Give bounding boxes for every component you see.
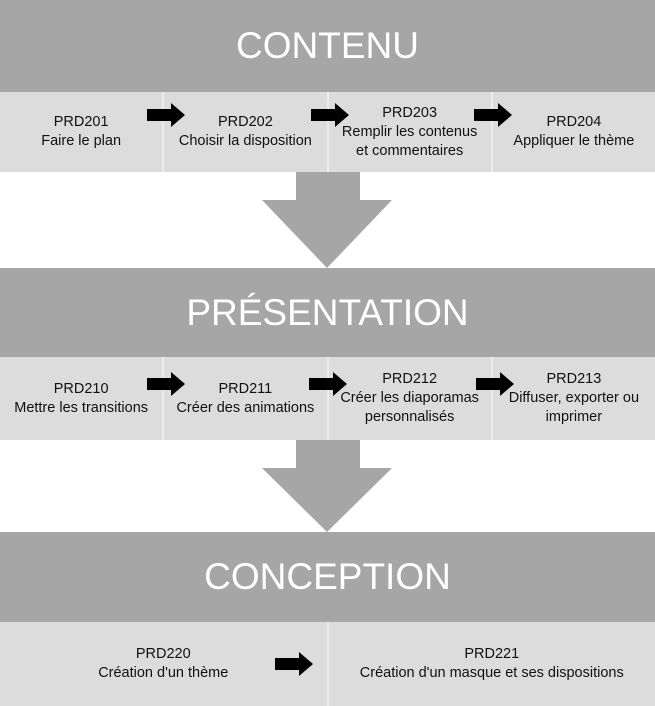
right-arrow-icon — [147, 103, 185, 127]
step-code: PRD201 — [53, 114, 109, 130]
step-code: PRD202 — [217, 114, 273, 130]
section-header-3: CONCEPTION — [0, 532, 655, 622]
step-label: Créer des animations — [176, 399, 315, 416]
step-label: Appliquer le thème — [513, 133, 635, 149]
step-label: Mettre les transitions — [14, 399, 149, 416]
step-label: Créer les diaporamas personnalisés — [340, 390, 479, 425]
step-label: Choisir la disposition — [178, 133, 312, 149]
step-label: Remplir les contenus et commentaires — [341, 123, 478, 159]
section-header-1: CONTENU — [0, 0, 655, 92]
step-label: Diffuser, exporter ou imprimer — [508, 390, 640, 425]
step-code: PRD211 — [218, 380, 273, 397]
section-header-2: PRÉSENTATION — [0, 268, 655, 357]
step-code: PRD221 — [464, 646, 520, 662]
step-code: PRD204 — [546, 114, 602, 130]
right-arrow-icon — [474, 103, 512, 127]
step-label: Création d'un thème — [98, 665, 229, 681]
down-arrow-icon — [262, 440, 392, 532]
right-arrow-icon — [476, 372, 514, 396]
step-code: PRD210 — [53, 380, 109, 397]
step-code: PRD213 — [546, 371, 602, 387]
step-label: Faire le plan — [41, 133, 122, 149]
step-code: PRD203 — [382, 104, 438, 121]
step-code: PRD220 — [135, 646, 191, 662]
right-arrow-icon — [275, 652, 313, 676]
step-label: Création d'un masque et ses dispositions — [359, 665, 624, 681]
right-arrow-icon — [309, 372, 347, 396]
down-arrow-icon — [262, 172, 392, 268]
right-arrow-icon — [147, 372, 185, 396]
right-arrow-icon — [311, 103, 349, 127]
step-code: PRD212 — [382, 371, 438, 387]
